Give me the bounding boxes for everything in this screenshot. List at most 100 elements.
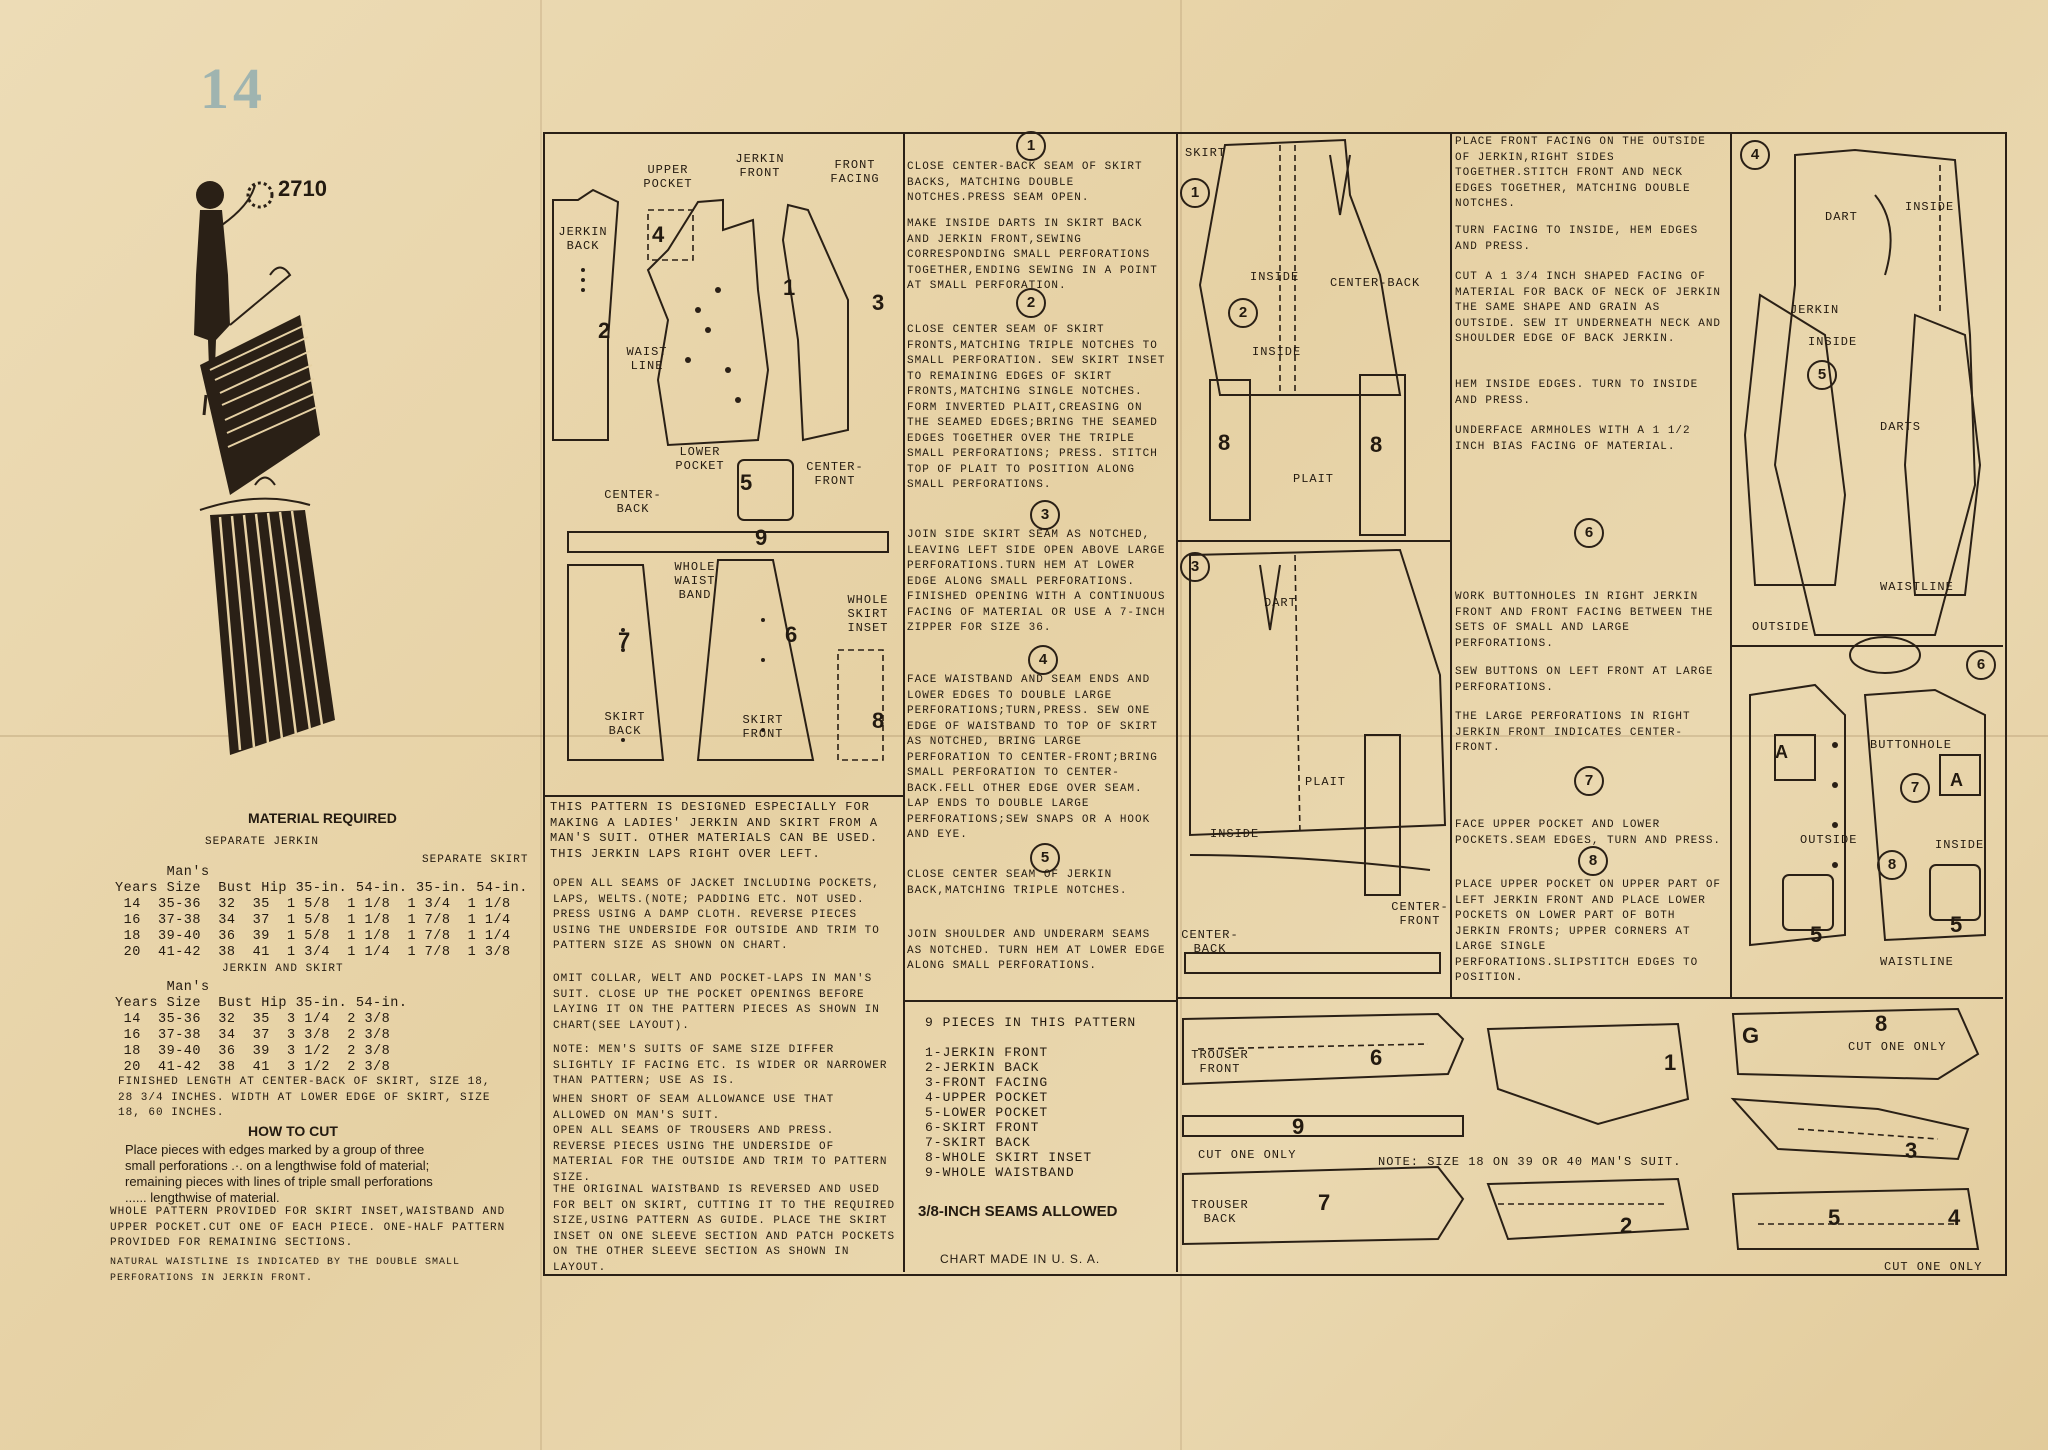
label-skirt-front: SKIRT FRONT [742,713,784,741]
instruction-paragraph: OPEN ALL SEAMS OF JACKET INCLUDING POCKE… [553,878,880,952]
label-center-front: CENTER-FRONT [806,460,864,488]
piece-number: 4 [1948,1205,1961,1230]
instruction-paragraph: OMIT COLLAR, WELT AND POCKET-LAPS IN MAN… [553,973,880,1032]
diagram-label-inside: INSIDE [1905,200,1955,214]
label-upper-pocket: UPPER POCKET [643,163,693,191]
right-instruction: FACE UPPER POCKET AND LOWER POCKETS.SEAM… [1455,819,1722,847]
diagram-label-jerkin: JERKIN [1790,303,1840,317]
pieces-list-title: 9 PIECES IN THIS PATTERN [925,1015,1137,1030]
piece-number: 2 [598,318,611,343]
diagram-label-dart: DART [1264,596,1297,610]
table-row: 18 39-40 36 39 1 5/8 1 1/8 1 7/8 1 1/4 [115,929,511,944]
list-item: 9-WHOLE WAISTBAND [925,1165,1075,1180]
diagram-label-waistline: WAISTLINE [1880,955,1954,969]
right-instruction: PLACE UPPER POCKET ON UPPER PART OF LEFT… [1455,879,1722,984]
piece-number: 8 [872,708,885,733]
list-item: 7-SKIRT BACK [925,1135,1031,1150]
right-instruction: HEM INSIDE EDGES. TURN TO INSIDE AND PRE… [1455,379,1699,407]
right-instruction: CUT A 1 3/4 INCH SHAPED FACING OF MATERI… [1455,271,1722,345]
piece-number: 7 [1318,1190,1331,1215]
step-5-text: CLOSE CENTER SEAM OF JERKIN BACK,MATCHIN… [907,869,1128,897]
step-circle: 2 [1016,288,1046,318]
divider [1176,997,2003,999]
piece-number: 3 [872,290,885,315]
layout-label-g: G [1742,1023,1760,1048]
right-instruction: TURN FACING TO INSIDE, HEM EDGES AND PRE… [1455,225,1699,253]
diagram-label-skirt: SKIRT [1185,146,1227,160]
material-required-title: MATERIAL REQUIRED [248,810,397,826]
step-circle: 8 [1578,846,1608,876]
how-to-cut-pattern-note: WHOLE PATTERN PROVIDED FOR SKIRT INSET,W… [110,1206,506,1249]
table-row: 20 41-42 38 41 3 1/2 2 3/8 [115,1060,391,1075]
diagram-label-center-front: CENTER-FRONT [1391,900,1449,928]
list-item: 6-SKIRT FRONT [925,1120,1040,1135]
diagram-label-darts: DARTS [1880,420,1922,434]
step-circle: 4 [1740,140,1770,170]
piece-number: 9 [1292,1114,1305,1139]
step-3-text: JOIN SIDE SKIRT SEAM AS NOTCHED, LEAVING… [907,529,1166,634]
diagram-label-outside: OUTSIDE [1800,833,1858,847]
diagram-label-inside: INSIDE [1935,838,1985,852]
layout-label-cut-one-only: CUT ONE ONLY [1884,1260,1983,1274]
divider [903,1000,1176,1002]
diagram-label-center-back: CENTER-BACK [1330,276,1421,290]
fold-line [0,735,2048,737]
table-row: 18 39-40 36 39 3 1/2 2 3/8 [115,1044,391,1059]
step-2-text: CLOSE CENTER SEAM OF SKIRT FRONTS,MATCHI… [907,324,1166,491]
diagram-label-buttonhole: BUTTONHOLE [1870,738,1953,752]
layout-label-trouser-front: TROUSER FRONT [1191,1048,1249,1076]
step-circle: 7 [1900,773,1930,803]
diagram-label-center-back: CENTER-BACK [1181,928,1239,956]
pocket-label-a: A [1775,742,1788,762]
right-instruction: THE LARGE PERFORATIONS IN RIGHT JERKIN F… [1455,711,1691,754]
layout-note: NOTE: SIZE 18 ON 39 OR 40 MAN'S SUIT. [1378,1155,1682,1169]
layout-label-trouser-back: TROUSER BACK [1191,1198,1249,1226]
diagram-label-inside: INSIDE [1252,345,1302,359]
piece-number: 8 [1370,432,1383,457]
list-item: 1-JERKIN FRONT [925,1045,1049,1060]
waistline-note: Natural waistline is indicated by the do… [110,1257,461,1284]
combo-yardage-table: Man's Years Size Bust Hip 35-in. 54-in. … [115,980,407,1076]
step-5b-text: JOIN SHOULDER AND UNDERARM SEAMS AS NOTC… [907,929,1166,972]
piece-number: 8 [1218,430,1231,455]
step-circle: 6 [1966,650,1996,680]
separate-skirt-heading: Separate Skirt [422,854,529,866]
piece-number: 4 [652,222,665,247]
list-item: 2-JERKIN BACK [925,1060,1040,1075]
table-header: Years Size Bust Hip 35-in. 54-in. 35-in.… [115,881,528,896]
piece-number: 5 [1828,1205,1841,1230]
jerkin-yardage-table: Man's Years Size Bust Hip 35-in. 54-in. … [115,865,528,961]
fold-line [1180,0,1182,1450]
piece-number: 3 [1905,1138,1918,1163]
pattern-number: 2710 [278,176,327,201]
jerkin-construction-diagram [1743,148,1986,947]
piece-number: 1 [1664,1050,1677,1075]
right-instruction: SEW BUTTONS ON LEFT FRONT AT LARGE PERFO… [1455,666,1714,694]
instruction-paragraph: OPEN ALL SEAMS OF TROUSERS AND PRESS. RE… [553,1125,888,1184]
layout-label-cut-one-only: CUT ONE ONLY [1198,1148,1297,1162]
table-row: 14 35-36 32 35 1 5/8 1 1/8 1 3/4 1 1/8 [115,897,511,912]
piece-number: 9 [755,525,768,550]
label-lower-pocket: LOWER POCKET [675,445,725,473]
pattern-pieces-diagram [552,188,889,761]
how-to-cut-text: Place pieces with edges marked by a grou… [125,1142,433,1205]
page-number: 14 [200,56,266,121]
how-to-cut-title: HOW TO CUT [248,1123,338,1139]
diagram-label-inside: INSIDE [1250,270,1300,284]
label-center-back: CENTER-BACK [604,488,662,516]
step-4-text: FACE WAISTBAND AND SEAM ENDS AND LOWER E… [907,674,1158,841]
label-jerkin-back: JERKIN BACK [558,225,608,253]
step-circle: 1 [1180,178,1210,208]
table-header: Years Size Bust Hip 35-in. 54-in. [115,996,408,1011]
label-whole-waist-band: WHOLE WAIST BAND [674,560,716,602]
diagram-label-inside: INSIDE [1210,827,1260,841]
instruction-paragraph: NOTE: MEN'S SUITS OF SAME SIZE DIFFER SL… [553,1044,888,1087]
right-instruction: PLACE FRONT FACING ON THE OUTSIDE OF JER… [1455,136,1706,210]
pocket-label-a: A [1950,770,1963,790]
chart-made: CHART MADE IN U. S. A. [940,1252,1101,1266]
step-circle: 8 [1877,850,1907,880]
label-waist-line: WAIST LINE [626,345,668,373]
step-circle: 5 [1030,843,1060,873]
diagram-label-plait: PLAIT [1293,472,1335,486]
